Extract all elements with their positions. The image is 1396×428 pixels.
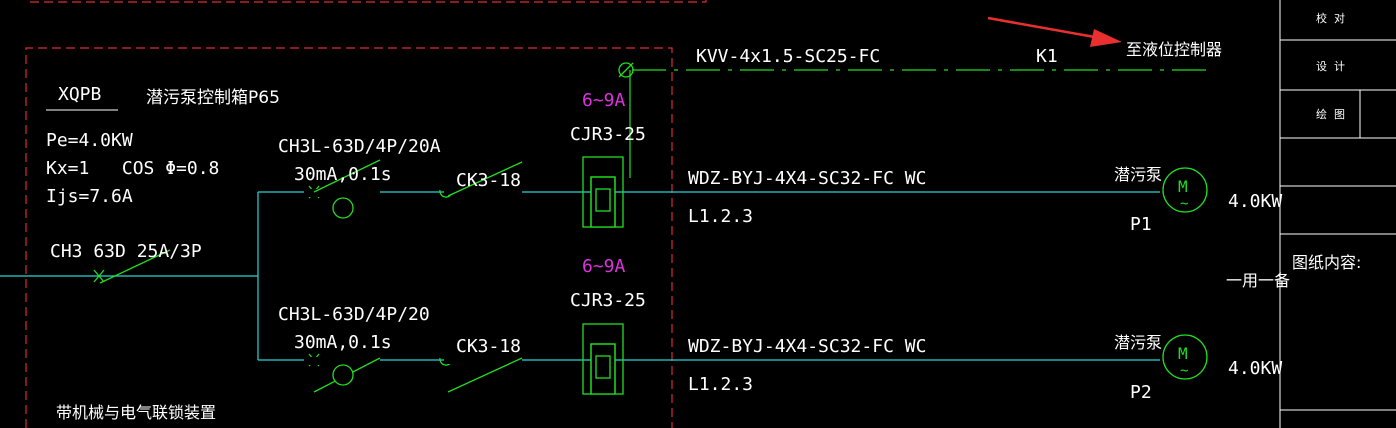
branch-2-motor [1162, 334, 1208, 380]
incoming-breaker-label: CH3 63D 25A/3P [50, 241, 202, 262]
branch-1-overload-range: 6~9A [582, 90, 626, 111]
panel-pe: Pe=4.0KW [46, 130, 133, 151]
branch-1-load-id: P1 [1130, 214, 1152, 235]
branch-1-cable-label: WDZ-BYJ-4X4-SC32-FC WC [688, 168, 926, 189]
title-drawing-label: 绘 图 [1316, 107, 1345, 121]
incoming-breaker-symbol [93, 249, 171, 284]
branch-2-power-label: 4.0KW [1228, 358, 1282, 379]
panel-ijs: Ijs=7.6A [46, 186, 133, 207]
control-destination-label: 至液位控制器 [1126, 40, 1222, 59]
branch-1-motor [1162, 167, 1208, 213]
duty-note: 一用一备 [1226, 271, 1290, 290]
title-design-label: 设 计 [1316, 60, 1345, 73]
branch-2-load-id: P2 [1130, 382, 1152, 403]
annotation-arrow [987, 16, 1122, 47]
control-line [618, 62, 1210, 178]
box-boundary [25, 0, 707, 428]
control-cable-label: KVV-4x1.5-SC25-FC [696, 46, 880, 67]
branch-1-power-label: 4.0KW [1228, 191, 1282, 212]
branch-1-circuit-label: L1.2.3 [688, 206, 753, 227]
panel-kx-cos: Kx=1 COS Φ=0.8 [46, 158, 219, 179]
panel-code: XQPB [58, 84, 101, 105]
branch-1-rcbo-label: CH3L-63D/4P/20A [278, 136, 441, 157]
branch-1-contactor-label: CK3-18 [456, 170, 521, 191]
title-check-label: 校 对 [1316, 11, 1345, 25]
branch-1-overload-relay: CJR3-25 [570, 124, 646, 145]
branch-1-symbols [304, 156, 624, 228]
branch-1-load-name: 潜污泵 [1114, 165, 1162, 184]
branch-2-overload-relay: CJR3-25 [570, 290, 646, 311]
branch-1-rcbo-rating: 30mA,0.1s [294, 164, 392, 185]
branch-1-motor-letter: M [1178, 177, 1188, 196]
branch-2-rcbo-rating: 30mA,0.1s [294, 332, 392, 353]
interlock-note: 带机械与电气联锁装置 [56, 403, 216, 422]
branch-2-circuit-label: L1.2.3 [688, 374, 753, 395]
branch-2-symbols [304, 323, 624, 395]
title-block [1279, 0, 1396, 428]
branch-1-motor-tilde: ~ [1180, 196, 1188, 212]
branch-2-rcbo-label: CH3L-63D/4P/20 [278, 304, 430, 325]
title-content-label: 图纸内容: [1292, 253, 1361, 272]
branch-2-load-name: 潜污泵 [1114, 333, 1162, 352]
control-relay-label: K1 [1036, 46, 1058, 67]
panel-name: 潜污泵控制箱P65 [146, 88, 280, 108]
branch-2-contactor-label: CK3-18 [456, 336, 521, 357]
branch-2-motor-tilde: ~ [1180, 363, 1188, 379]
incoming-feeder [0, 191, 300, 361]
branch-2-overload-range: 6~9A [582, 256, 626, 277]
branch-2-motor-letter: M [1178, 344, 1188, 363]
branch-2-cable-label: WDZ-BYJ-4X4-SC32-FC WC [688, 336, 926, 357]
